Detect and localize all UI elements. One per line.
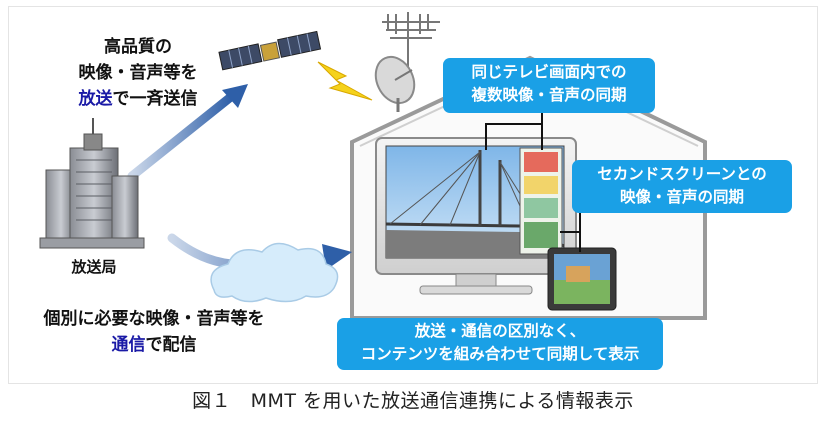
figure-caption: 図１ MMT を用いた放送通信連携による情報表示 [192,390,634,412]
station-label: 放送局 [71,258,117,276]
callout-top-line2: 複数映像・音声の同期 [471,86,627,104]
broadcast-desc-line2: 映像・音声等を [78,63,198,83]
broadcast-description: 高品質の 映像・音声等を 放送で一斉送信 [58,34,218,112]
broadcast-station-icon [39,118,145,249]
communication-description: 個別に必要な映像・音声等を 通信で配信 [24,306,284,358]
satellite-dish-icon [374,55,416,112]
broadcast-highlight: 放送 [78,89,113,109]
second-screen-icon [547,247,617,311]
callout-bottom-line1: 放送・通信の区別なく、 [414,322,586,340]
callout-right-line1: セカンドスクリーンとの [597,165,767,183]
broadcast-desc-line1: 高品質の [104,37,172,57]
signal-bolt-icon [317,61,373,101]
callout-connector-top [485,110,543,150]
cloud-icon [210,242,339,303]
communication-highlight: 通信 [111,335,146,355]
callout-same-screen-sync: 同じテレビ画面内での 複数映像・音声の同期 [443,58,655,113]
communication-desc-line1: 個別に必要な映像・音声等を [43,309,265,329]
satellite-icon [218,30,322,71]
communication-desc-line2-rest: で配信 [145,335,197,355]
callout-right-line2: 映像・音声の同期 [619,188,744,206]
broadcast-arrow [127,84,248,181]
antenna-icon [382,12,440,68]
callout-combined-display: 放送・通信の区別なく、 コンテンツを組み合わせて同期して表示 [337,318,663,370]
broadcast-desc-line3: 放送で一斉送信 [58,86,218,112]
callout-second-screen-sync: セカンドスクリーンとの 映像・音声の同期 [572,160,792,213]
callout-top-line1: 同じテレビ画面内での [471,63,627,81]
broadcast-desc-line3-rest: で一斉送信 [112,89,198,109]
callout-connector-right [560,212,581,252]
television-icon [375,137,577,295]
communication-desc-line2: 通信で配信 [24,332,284,358]
callout-bottom-line2: コンテンツを組み合わせて同期して表示 [360,345,640,363]
